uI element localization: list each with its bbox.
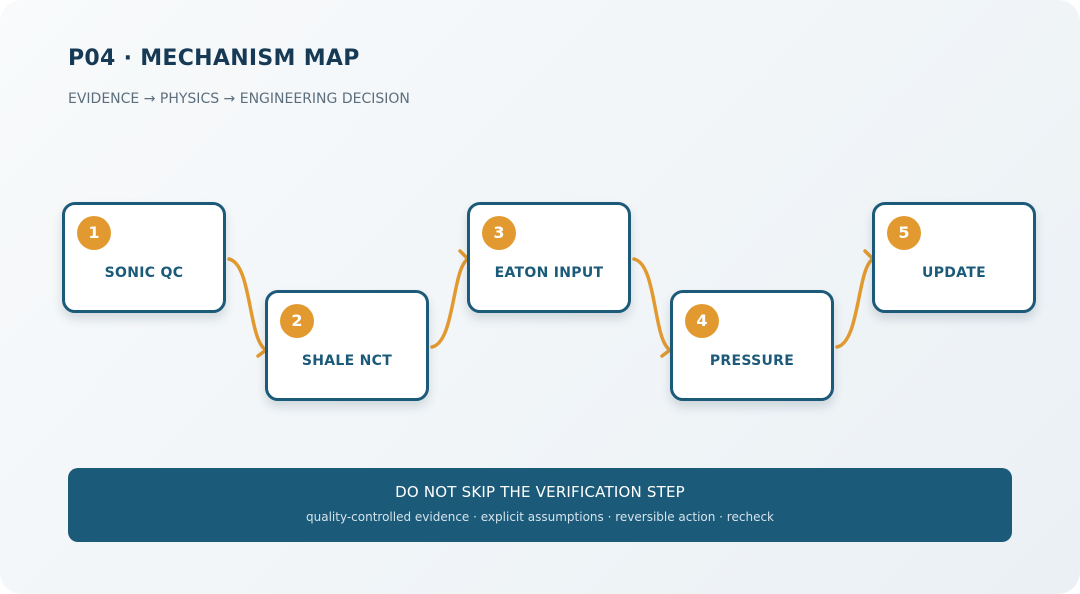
step-label: PRESSURE (709, 353, 795, 369)
step-label: SONIC QC (104, 265, 184, 281)
step-number-badge: 3 (482, 216, 516, 250)
connector-2-3-tick (458, 249, 470, 261)
connector-1-2-tick (256, 348, 268, 358)
step-node-4: 4 PRESSURE (670, 290, 834, 401)
step-number-badge: 2 (280, 304, 314, 338)
step-label: SHALE NCT (301, 353, 393, 369)
step-node-3: 3 EATON INPUT (467, 202, 631, 313)
step-node-5: 5 UPDATE (872, 202, 1036, 313)
banner-subtitle: quality-controlled evidence · explicit a… (306, 510, 774, 524)
step-node-1: 1 SONIC QC (62, 202, 226, 313)
connector-1-2 (227, 257, 268, 352)
connector-3-4 (632, 257, 672, 352)
connector-2-3 (430, 257, 470, 349)
banner-title: DO NOT SKIP THE VERIFICATION STEP (395, 483, 685, 501)
step-node-2: 2 SHALE NCT (265, 290, 429, 401)
step-label: EATON INPUT (494, 265, 604, 281)
page-subtitle: EVIDENCE → PHYSICS → ENGINEERING DECISIO… (68, 91, 410, 107)
step-label: UPDATE (922, 265, 986, 281)
connector-4-5-tick (863, 249, 875, 261)
step-number-badge: 4 (685, 304, 719, 338)
page-title: P04 · MECHANISM MAP (68, 46, 360, 71)
connector-4-5 (835, 257, 875, 349)
step-number-badge: 1 (77, 216, 111, 250)
connector-3-4-tick (660, 348, 672, 358)
step-number-badge: 5 (887, 216, 921, 250)
verification-banner: DO NOT SKIP THE VERIFICATION STEP qualit… (68, 468, 1012, 542)
